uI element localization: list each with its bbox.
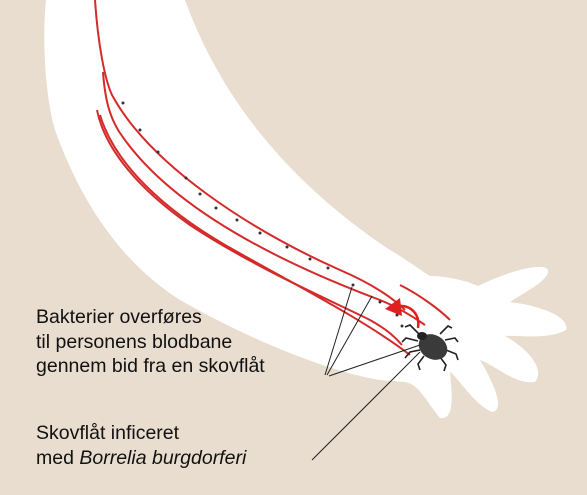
bacterium-dot <box>157 151 160 154</box>
tick-caption-line1: Skovflåt inficeret <box>36 421 246 446</box>
bacterium-dot <box>199 193 202 196</box>
tick-species-name: Borrelia burgdorferi <box>79 447 246 469</box>
bacterium-dot <box>286 246 289 249</box>
tick-head <box>417 332 427 340</box>
bacterium-dot <box>185 177 188 180</box>
tick-caption-line2: med Borrelia burgdorferi <box>36 446 246 471</box>
bacterium-dot <box>379 301 382 304</box>
bacteria-caption-line2: til personens blodbane <box>36 330 265 355</box>
bacteria-caption-line1: Bakterier overføres <box>36 305 265 330</box>
tick-caption-prefix: med <box>36 447 79 469</box>
bacterium-dot <box>309 258 312 261</box>
bacteria-caption: Bakterier overføres til personens blodba… <box>36 305 265 379</box>
bacterium-dot <box>352 284 355 287</box>
bacterium-dot <box>236 219 239 222</box>
bacterium-dot <box>215 207 218 210</box>
tick-caption: Skovflåt inficeret med Borrelia burgdorf… <box>36 421 246 470</box>
bacterium-dot <box>327 267 330 270</box>
bacterium-dot <box>259 232 262 235</box>
bacteria-caption-line3: gennem bid fra en skovflåt <box>36 354 265 379</box>
bacterium-dot <box>139 129 142 132</box>
bacterium-dot <box>122 102 125 105</box>
bacterium-dot <box>401 325 404 328</box>
